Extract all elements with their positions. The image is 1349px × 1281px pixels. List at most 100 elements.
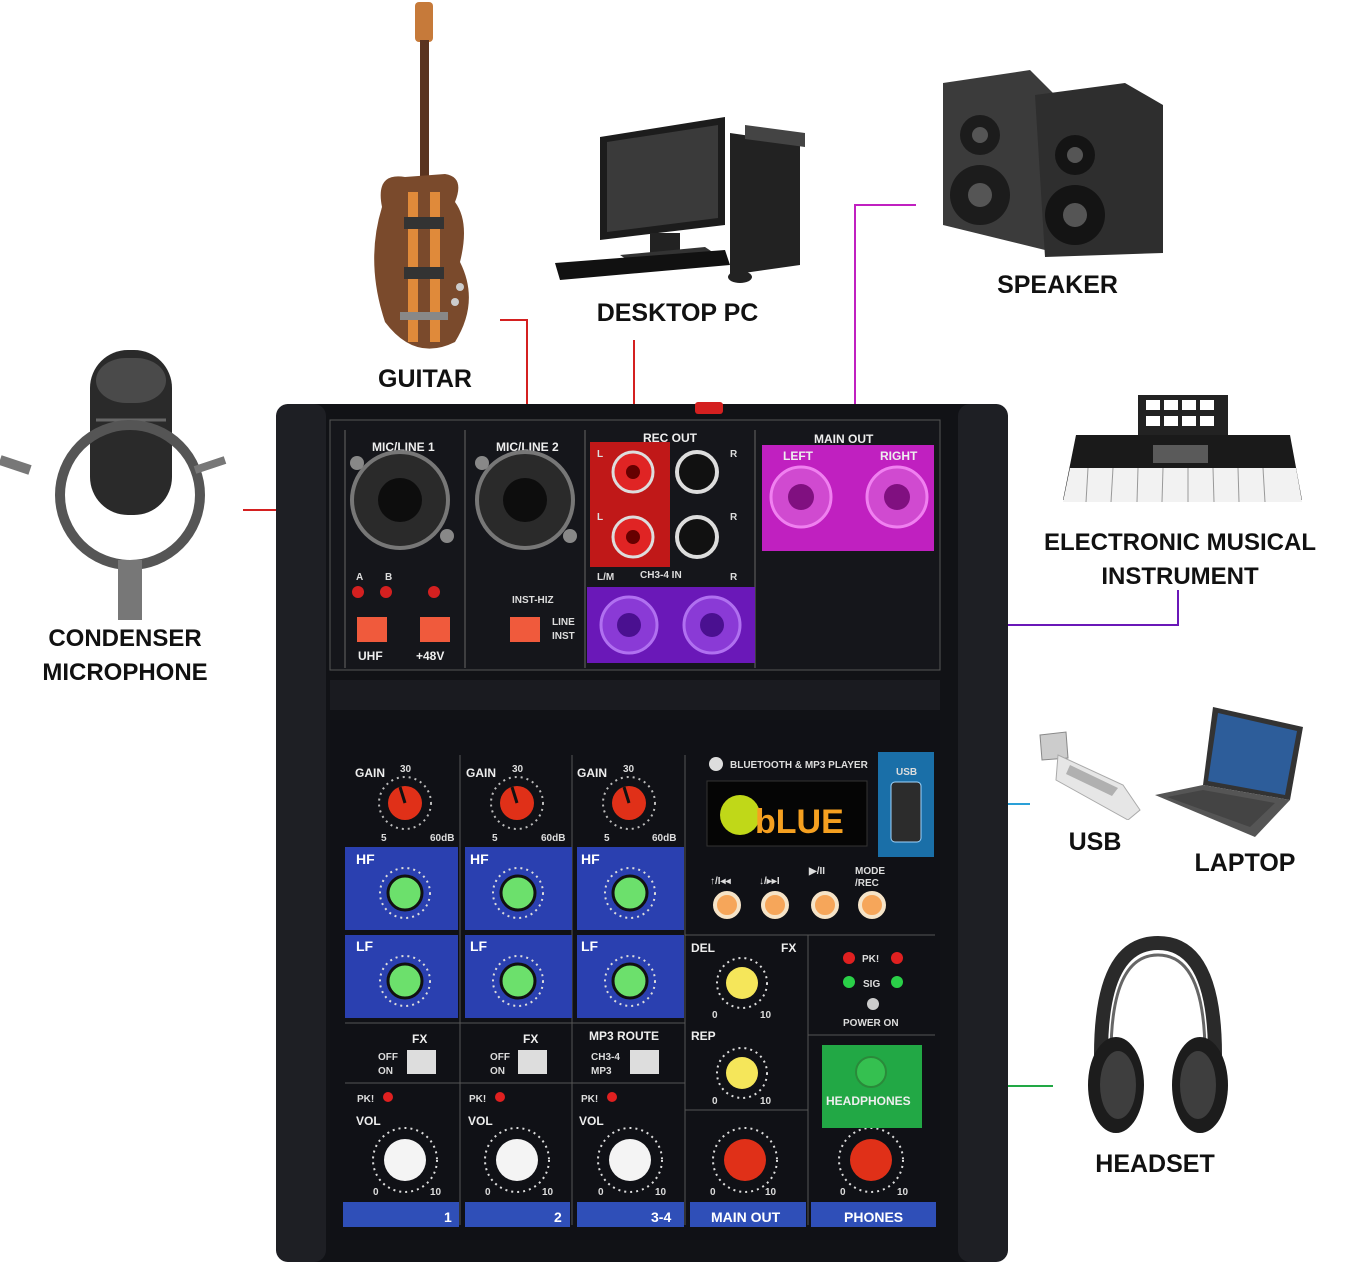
svg-text:LINE: LINE bbox=[552, 617, 575, 628]
gain-knob-3: GAIN 30 5 60dB bbox=[577, 764, 676, 844]
fx-switch-2[interactable] bbox=[518, 1050, 547, 1074]
svg-text:L/M: L/M bbox=[597, 572, 614, 583]
vol-knob-34 bbox=[609, 1139, 651, 1181]
svg-text:2: 2 bbox=[554, 1209, 562, 1225]
fx-switch-1[interactable] bbox=[407, 1050, 436, 1074]
lf-knob-1 bbox=[386, 962, 424, 1000]
svg-text:LF: LF bbox=[470, 938, 488, 954]
svg-text:10: 10 bbox=[760, 1010, 772, 1021]
svg-text:PK!: PK! bbox=[581, 1094, 598, 1105]
vol-knob-2 bbox=[496, 1139, 538, 1181]
power-jack bbox=[695, 402, 723, 414]
svg-text:0: 0 bbox=[712, 1096, 718, 1107]
electronic-instrument-label: ELECTRONIC MUSICAL INSTRUMENT bbox=[1020, 526, 1340, 594]
svg-text:HEADPHONES: HEADPHONES bbox=[826, 1094, 911, 1108]
mode-rec-button[interactable] bbox=[858, 891, 886, 919]
svg-text:USB: USB bbox=[896, 767, 917, 778]
svg-text:FX: FX bbox=[412, 1032, 427, 1046]
gain-knobs: GAIN 30 5 60dB GAIN 30 5 60dB GAIN 30 5 … bbox=[355, 764, 676, 844]
svg-text:FX: FX bbox=[523, 1032, 538, 1046]
svg-text:5: 5 bbox=[492, 833, 498, 844]
svg-text:0: 0 bbox=[598, 1187, 604, 1198]
uhf-button[interactable] bbox=[357, 617, 387, 642]
instrument-label-line2: INSTRUMENT bbox=[1101, 563, 1259, 590]
svg-text:INST: INST bbox=[552, 631, 575, 642]
usb-label: USB bbox=[1068, 828, 1122, 856]
svg-text:30: 30 bbox=[623, 764, 635, 775]
gain-knob-1: GAIN 30 5 60dB bbox=[355, 764, 454, 844]
instrument-label-line1: ELECTRONIC MUSICAL bbox=[1044, 529, 1316, 556]
svg-text:0: 0 bbox=[485, 1187, 491, 1198]
led-b bbox=[380, 586, 392, 598]
desktop-pc-icon bbox=[555, 117, 805, 283]
svg-text:/REC: /REC bbox=[855, 878, 879, 889]
svg-text:SIG: SIG bbox=[863, 979, 880, 990]
svg-text:R: R bbox=[730, 572, 738, 583]
svg-text:CH3-4 IN: CH3-4 IN bbox=[640, 570, 682, 581]
svg-text:60dB: 60dB bbox=[430, 833, 454, 844]
svg-text:OFF: OFF bbox=[378, 1052, 398, 1063]
svg-text:CH3-4: CH3-4 bbox=[591, 1052, 620, 1063]
fx-delay-knob bbox=[726, 967, 758, 999]
svg-text:0: 0 bbox=[373, 1187, 379, 1198]
eq-section: HF HF HF LF LF LF bbox=[345, 847, 684, 1018]
svg-text:HF: HF bbox=[356, 851, 375, 867]
svg-text:GAIN: GAIN bbox=[355, 766, 385, 780]
condenser-label-line2: MICROPHONE bbox=[42, 659, 208, 686]
channel-strips: 1 2 3-4 MAIN OUT PHONES bbox=[343, 1202, 936, 1227]
svg-text:BLUETOOTH & MP3 PLAYER: BLUETOOTH & MP3 PLAYER bbox=[730, 760, 869, 771]
led-a bbox=[352, 586, 364, 598]
laptop-icon bbox=[1155, 707, 1303, 837]
svg-text:REC OUT: REC OUT bbox=[643, 431, 698, 445]
phantom-button[interactable] bbox=[420, 617, 450, 642]
led-48v bbox=[428, 586, 440, 598]
svg-text:1: 1 bbox=[444, 1209, 452, 1225]
play-button[interactable] bbox=[811, 891, 839, 919]
svg-text:OFF: OFF bbox=[490, 1052, 510, 1063]
svg-text:60dB: 60dB bbox=[541, 833, 565, 844]
headset-icon bbox=[1088, 935, 1228, 1133]
phones-knob bbox=[850, 1139, 892, 1181]
svg-text:A: A bbox=[356, 572, 363, 583]
inst-hiz-button[interactable] bbox=[510, 617, 540, 642]
svg-text:VOL: VOL bbox=[579, 1114, 604, 1128]
hf-knob-1 bbox=[386, 874, 424, 912]
svg-text:L: L bbox=[597, 512, 603, 523]
condenser-label-line1: CONDENSER bbox=[48, 625, 202, 652]
svg-text:HF: HF bbox=[581, 851, 600, 867]
svg-text:INST-HIZ: INST-HIZ bbox=[512, 595, 554, 606]
svg-text:GAIN: GAIN bbox=[577, 766, 607, 780]
laptop-label: LAPTOP bbox=[1194, 849, 1296, 877]
next-button[interactable] bbox=[761, 891, 789, 919]
svg-text:VOL: VOL bbox=[356, 1114, 381, 1128]
svg-text:REP: REP bbox=[691, 1029, 716, 1043]
svg-text:0: 0 bbox=[712, 1010, 718, 1021]
svg-text:10: 10 bbox=[542, 1187, 554, 1198]
svg-text:LEFT: LEFT bbox=[783, 449, 814, 463]
prev-button[interactable] bbox=[713, 891, 741, 919]
svg-text:MODE: MODE bbox=[855, 866, 885, 877]
svg-text:MAIN OUT: MAIN OUT bbox=[814, 432, 874, 446]
svg-text:5: 5 bbox=[381, 833, 387, 844]
fx-repeat-knob bbox=[726, 1057, 758, 1089]
svg-text:UHF: UHF bbox=[358, 649, 383, 663]
vol-knob-1 bbox=[384, 1139, 426, 1181]
svg-text:L: L bbox=[597, 449, 603, 460]
power-led bbox=[867, 998, 879, 1010]
svg-text:MAIN OUT: MAIN OUT bbox=[711, 1209, 781, 1225]
display-text: bLUE bbox=[755, 803, 844, 841]
speaker-label: SPEAKER bbox=[997, 271, 1118, 299]
svg-text:B: B bbox=[385, 572, 392, 583]
guitar-label: GUITAR bbox=[378, 365, 472, 393]
mp3-route-switch[interactable] bbox=[630, 1050, 659, 1074]
condenser-microphone-icon bbox=[0, 350, 227, 620]
svg-text:60dB: 60dB bbox=[652, 833, 676, 844]
svg-text:5: 5 bbox=[604, 833, 610, 844]
svg-text:R: R bbox=[730, 512, 738, 523]
svg-text:3-4: 3-4 bbox=[651, 1209, 671, 1225]
speaker-line bbox=[854, 204, 916, 448]
lf-knob-2 bbox=[499, 962, 537, 1000]
guitar-icon bbox=[374, 2, 469, 349]
audio-mixer: MIC/LINE 1 A B UHF +48V MIC/LINE 2 INST-… bbox=[276, 402, 1008, 1262]
